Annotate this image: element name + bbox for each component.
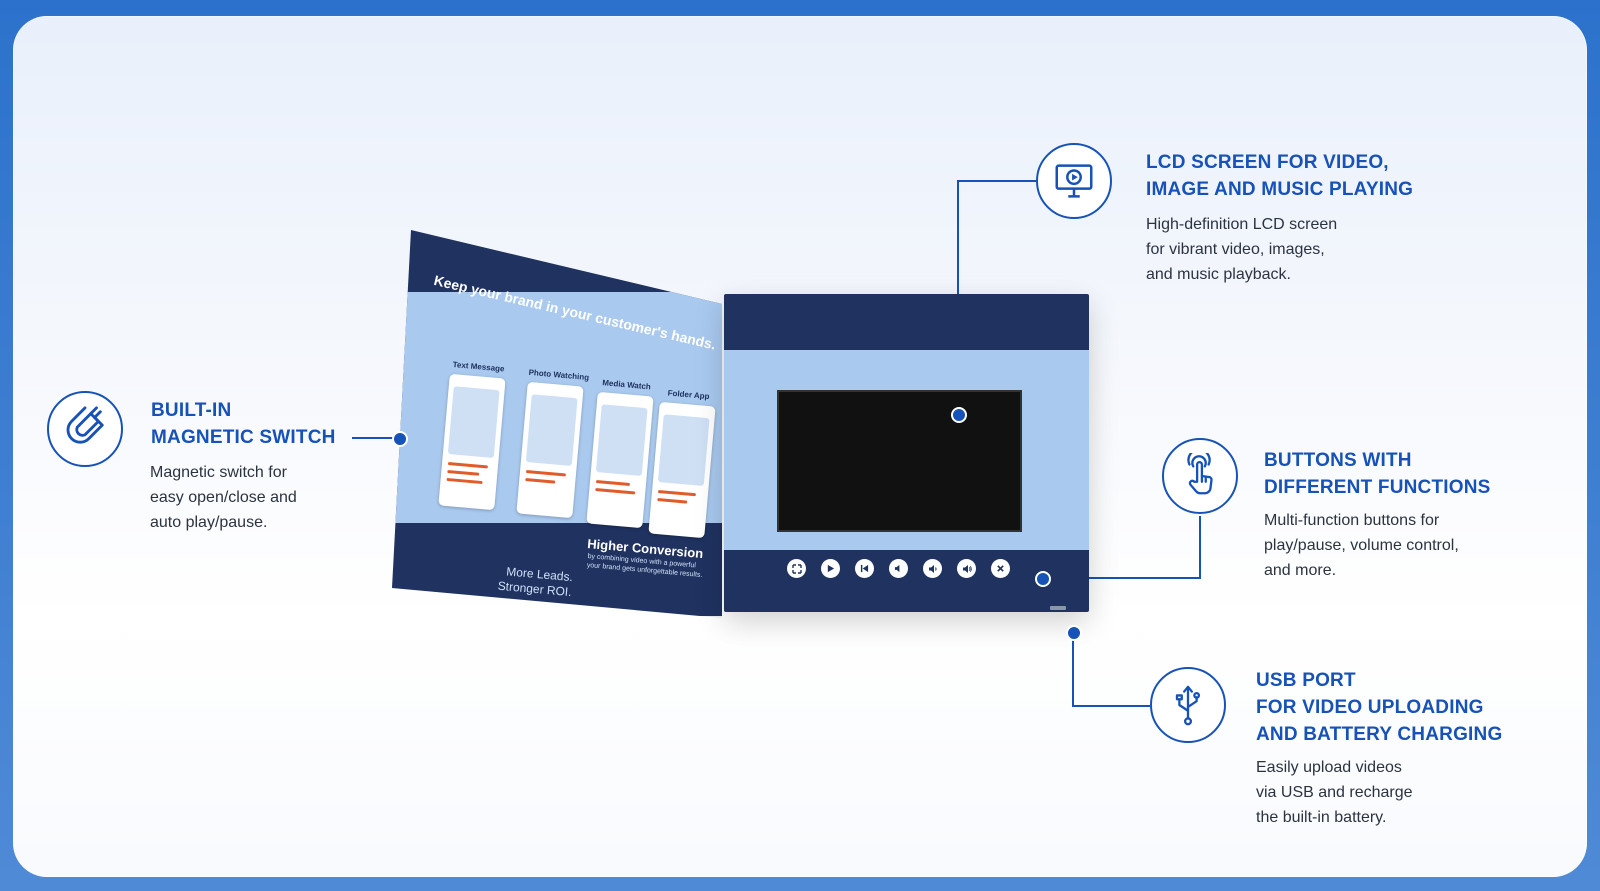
brochure-right-page [724,294,1089,612]
usb-marker [1066,625,1082,641]
expand-icon[interactable] [787,559,806,578]
play-icon[interactable] [821,559,840,578]
device-button-row [787,559,1010,579]
volume-down-icon[interactable] [889,559,908,578]
buttons-title: BUTTONS WITH DIFFERENT FUNCTIONS [1264,450,1491,498]
usb-icon [1150,667,1226,743]
prev-icon[interactable] [855,559,874,578]
buttons-description: Multi-function buttons for play/pause, v… [1264,512,1459,579]
phone-mockup: Text Message [438,360,506,511]
lcd-marker [951,407,967,423]
magnetic-switch-description: Magnetic switch for easy open/close and … [150,464,297,531]
volume-up-icon[interactable] [957,559,976,578]
phone-mockup: Media Watch [586,378,654,529]
usb-port [1050,606,1066,610]
volume-icon[interactable] [923,559,942,578]
magnetic-switch-title: BUILT-IN MAGNETIC SWITCH [151,400,336,448]
touch-hand-icon [1162,438,1238,514]
brochure-left-page: Keep your brand in your customer's hands… [392,230,722,616]
lcd-screen [777,390,1022,532]
phone-mockup: Photo Watching [516,368,589,519]
close-icon[interactable] [991,559,1010,578]
buttons-marker [1035,571,1051,587]
magnetic-switch-marker [392,431,408,447]
usb-port-description: Easily upload videos via USB and recharg… [1256,759,1413,826]
magnet-icon [47,391,123,467]
lcd-screen-title: LCD SCREEN FOR VIDEO, IMAGE AND MUSIC PL… [1146,152,1414,200]
phone-mockup: Folder App [648,388,716,539]
usb-port-title: USB PORT FOR VIDEO UPLOADING AND BATTERY… [1256,670,1503,745]
lcd-screen-description: High-definition LCD screen for vibrant v… [1146,216,1338,283]
monitor-play-icon [1036,143,1112,219]
